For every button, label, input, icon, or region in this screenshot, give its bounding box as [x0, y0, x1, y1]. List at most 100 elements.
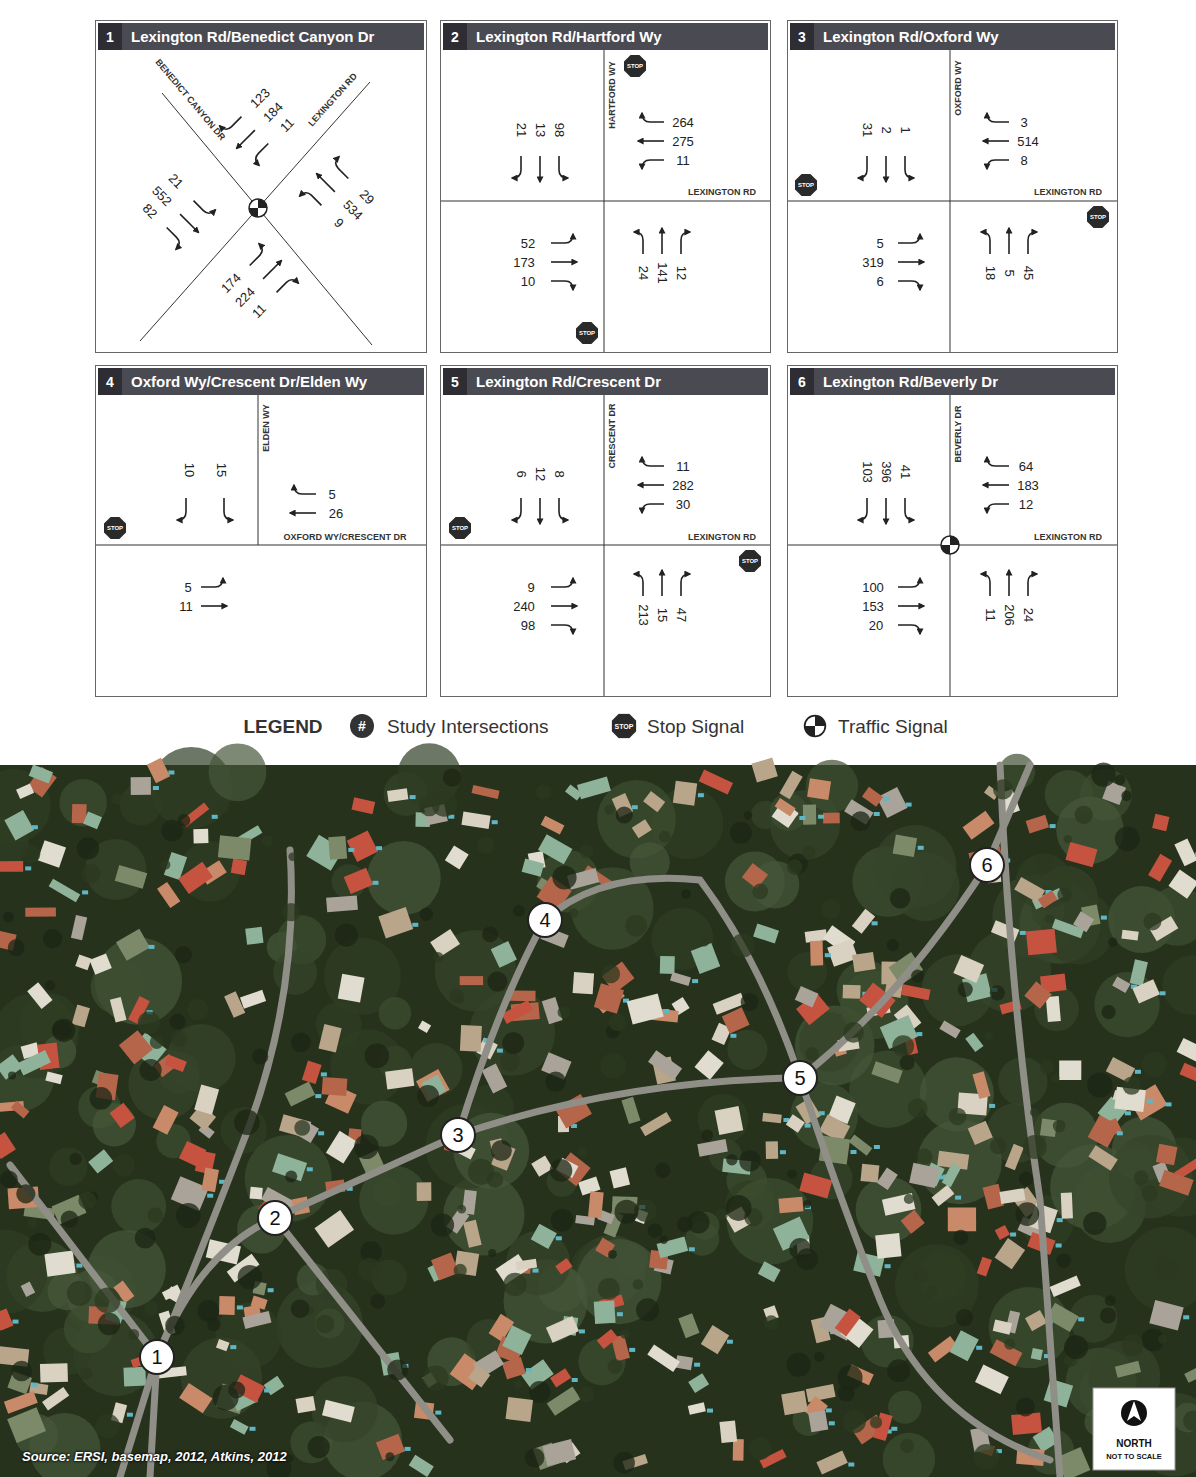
callout-number: 6: [981, 855, 992, 875]
map-graphic: [387, 788, 408, 802]
map-graphic: [264, 1389, 270, 1393]
aerial-map: [0, 743, 1196, 1477]
map-graphic: [285, 1082, 316, 1107]
panel-header: 5Lexington Rd/Crescent Dr: [443, 368, 768, 395]
map-graphic: [315, 1309, 345, 1339]
map-graphic: [699, 936, 709, 946]
map-graphic: [786, 1114, 805, 1132]
volume-number: 30: [676, 498, 690, 511]
street-name: LEXINGTON RD: [1034, 188, 1102, 197]
street-name: BENEDICT CANYON DR: [153, 58, 226, 143]
map-graphic: [0, 1170, 18, 1188]
map-graphic: [920, 1057, 994, 1131]
map-graphic: [16, 1184, 35, 1203]
map-graphic: [4, 1391, 38, 1414]
source-note: Source: ERSI, basemap, 2012, Atkins, 201…: [22, 1450, 287, 1463]
map-graphic: [913, 1268, 928, 1283]
volume-number: 5: [184, 581, 191, 594]
map-graphic: [632, 805, 638, 809]
volume-number: 9: [332, 216, 346, 230]
map-graphic: [807, 778, 831, 800]
volume-number: 153: [862, 600, 884, 613]
panel-title: Lexington Rd/Beverly Dr: [814, 368, 998, 395]
map-graphic: [237, 1306, 243, 1310]
volume-number: 10: [183, 463, 196, 477]
map-graphic: [972, 1071, 990, 1099]
map-graphic: [677, 1216, 693, 1232]
map-graphic: [502, 1357, 526, 1379]
map-graphic: [843, 1022, 864, 1043]
map-graphic: [657, 1236, 689, 1258]
map-graphic: [201, 578, 223, 587]
map-graphic: [27, 1218, 37, 1228]
panel-title: Lexington Rd/Oxford Wy: [814, 23, 999, 50]
map-graphic: [753, 924, 779, 944]
north-label: NORTH: [1116, 1439, 1152, 1449]
map-graphic: [513, 905, 525, 917]
map-graphic: [942, 1163, 961, 1187]
map-graphic: [419, 796, 440, 817]
map-graphic: [608, 1359, 623, 1374]
map-graphic: [995, 1225, 1010, 1240]
map-graphic: [953, 955, 984, 983]
map-graphic: [1083, 1212, 1106, 1235]
map-graphic: [217, 801, 230, 814]
map-graphic: [82, 890, 88, 894]
map-graphic: [417, 1182, 432, 1201]
map-graphic: [1051, 1074, 1059, 1082]
volume-number: 21: [515, 123, 528, 137]
map-graphic: [1115, 1361, 1141, 1378]
map-graphic: [76, 1264, 82, 1268]
map-graphic: [307, 1167, 313, 1171]
map-graphic: [1154, 1257, 1178, 1281]
map-graphic: [788, 201, 1117, 202]
map-graphic: [533, 1269, 539, 1273]
map-graphic: [1088, 1145, 1117, 1170]
volume-number: 21: [166, 171, 185, 190]
map-graphic: [1005, 1144, 1024, 1170]
traffic-signal-symbol: [249, 199, 959, 736]
map-graphic: [875, 1233, 901, 1259]
volume-number: 24: [1022, 608, 1035, 622]
map-graphic: [719, 1420, 737, 1443]
map-graphic: [983, 457, 1009, 513]
panel-header: 3Lexington Rd/Oxford Wy: [790, 23, 1115, 50]
map-graphic: [673, 781, 697, 806]
map-graphic: [526, 1368, 532, 1372]
volume-number: 11: [676, 460, 690, 473]
map-graphic: [697, 1139, 728, 1157]
map-graphic: [175, 946, 192, 963]
map-graphic: [1142, 1185, 1158, 1201]
map-graphic: [8, 939, 25, 956]
map-graphic: [916, 1149, 932, 1165]
stop-sign: STOP: [795, 174, 817, 196]
map-graphic: [895, 1244, 979, 1328]
volume-number: 5: [328, 488, 335, 501]
map-graphic: [835, 1309, 861, 1337]
volume-number: 29: [357, 187, 376, 206]
volume-number: 12: [534, 467, 547, 481]
map-graphic: [491, 1140, 512, 1161]
map-graphic: [112, 793, 123, 804]
map-graphic: [294, 1120, 310, 1136]
map-graphic: [88, 1149, 113, 1173]
panel-title: Oxford Wy/Crescent Dr/Elden Wy: [122, 368, 367, 395]
map-graphic: [730, 822, 752, 844]
map-graphic: [1023, 1135, 1047, 1159]
map-graphic: [632, 819, 652, 838]
map-graphic: [218, 835, 252, 860]
map-graphic: [547, 1386, 581, 1415]
map-graphic: [699, 770, 733, 795]
map-graphic: [49, 1148, 87, 1186]
map-graphic: [28, 1233, 51, 1256]
map-graphic: [275, 1218, 450, 1440]
map-graphic: [701, 1129, 713, 1141]
stop-sign: STOP: [449, 517, 471, 539]
map-graphic: [597, 780, 676, 859]
map-graphic: [250, 1187, 263, 1200]
map-graphic: [1102, 1005, 1116, 1019]
map-graphic: [179, 1141, 206, 1167]
intersection-panel: 3Lexington Rd/Oxford Wy: [787, 20, 1118, 353]
map-graphic: [1094, 972, 1159, 1037]
map-graphic: [670, 972, 691, 986]
